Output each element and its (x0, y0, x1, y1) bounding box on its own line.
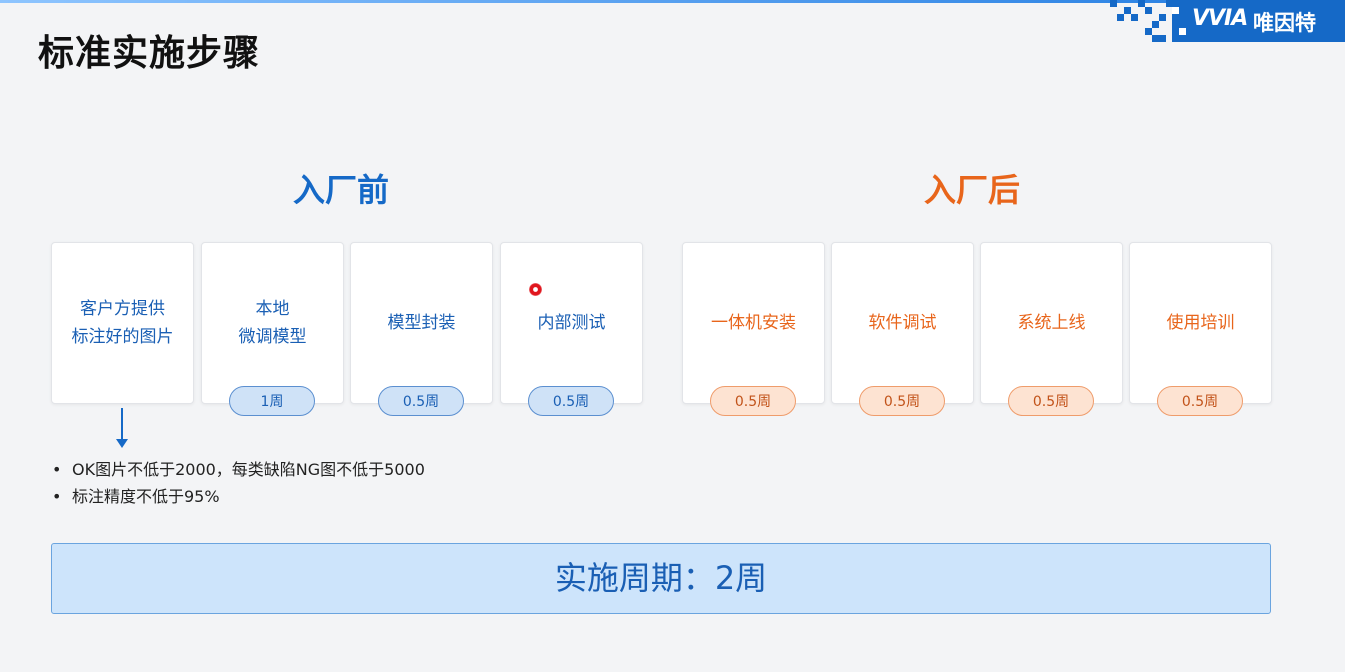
implementation-period-banner: 实施周期：2周 (51, 543, 1271, 614)
duration-badge: 1周 (229, 386, 315, 416)
step-label: 使用培训 (1166, 313, 1235, 333)
step-card: 使用培训 0.5周 (1129, 242, 1272, 416)
step-label: 一体机安装 (711, 313, 796, 333)
step-label: 内部测试 (537, 313, 606, 333)
step-label: 系统上线 (1017, 313, 1086, 333)
step-label: 客户方提供 标注好的图片 (71, 299, 174, 347)
requirement-item: OK图片不低于2000，每类缺陷NG图不低于5000 (52, 456, 425, 483)
duration-badge: 0.5周 (1008, 386, 1094, 416)
company-logo: VVIA 唯因特 (1110, 0, 1345, 42)
step-card: 模型封装 0.5周 (350, 242, 493, 416)
logo-name: 唯因特 (1253, 11, 1316, 35)
duration-badge: 0.5周 (859, 386, 945, 416)
arrowhead-icon (116, 439, 128, 448)
down-arrow-icon (121, 408, 123, 442)
top-accent-line (0, 0, 1345, 3)
step-card: 一体机安装 0.5周 (682, 242, 825, 416)
page-title: 标准实施步骤 (38, 33, 261, 74)
before-heading: 入厂前 (293, 171, 390, 209)
step-card: 软件调试 0.5周 (831, 242, 974, 416)
step-card: 系统上线 0.5周 (980, 242, 1123, 416)
step-label: 软件调试 (868, 313, 937, 333)
laser-pointer-icon (529, 283, 542, 296)
duration-badge: 0.5周 (1157, 386, 1243, 416)
step-card: 客户方提供 标注好的图片 (51, 242, 194, 404)
step-card: 本地 微调模型 1周 (201, 242, 344, 416)
duration-badge: 0.5周 (528, 386, 614, 416)
step-label: 本地 微调模型 (238, 299, 307, 347)
requirements-list: OK图片不低于2000，每类缺陷NG图不低于5000 标注精度不低于95% (52, 456, 425, 510)
requirement-item: 标注精度不低于95% (52, 483, 425, 510)
step-label: 模型封装 (387, 313, 456, 333)
step-card: 内部测试 0.5周 (500, 242, 643, 416)
duration-badge: 0.5周 (378, 386, 464, 416)
duration-badge: 0.5周 (710, 386, 796, 416)
logo-mark: VVIA (1192, 6, 1248, 31)
after-heading: 入厂后 (924, 171, 1021, 209)
